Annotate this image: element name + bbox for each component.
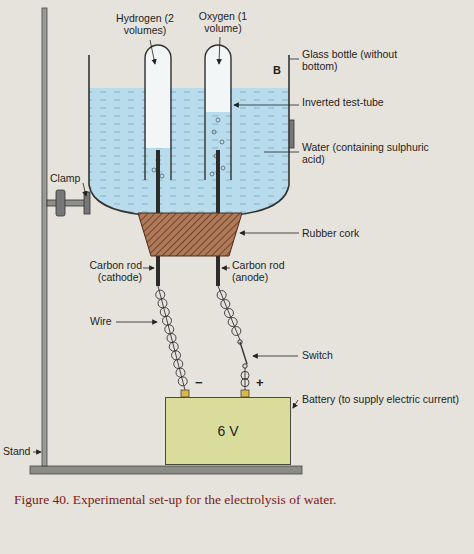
drawing-part (253, 356, 298, 357)
hydrogen-gas (146, 46, 170, 148)
drawing-part (264, 152, 299, 153)
bubble (152, 168, 156, 172)
clamp-knob (56, 190, 65, 216)
oxygen-gas (206, 46, 230, 112)
part-label: Clamp (50, 172, 100, 184)
stand-rod (42, 8, 47, 466)
drawing-part (33, 452, 41, 453)
drawing-part (290, 59, 299, 60)
drawing-part (222, 268, 230, 269)
point-label: B (273, 64, 285, 77)
water (89, 88, 289, 215)
leader-lines (33, 37, 299, 452)
part-label: Water (containing sulphuric acid) (302, 141, 452, 165)
drawing-part (234, 105, 299, 106)
drawing-part (150, 40, 155, 64)
battery-terminal (181, 390, 189, 397)
drawing-part (293, 400, 298, 408)
clamp-arm (47, 200, 89, 206)
figure-caption: Figure 40. Experimental set-up for the e… (14, 492, 464, 508)
battery-voltage: 6 V (217, 423, 238, 439)
stand-base (30, 466, 302, 474)
part-label: Oxygen (1 volume) (188, 10, 258, 34)
bubble (212, 130, 216, 134)
drawing-part (240, 233, 299, 234)
bubble (210, 172, 214, 176)
part-label: Rubber cork (302, 227, 402, 239)
bubble (216, 118, 220, 122)
part-label: Wire (90, 315, 120, 327)
part-label: Inverted test-tube (302, 96, 402, 108)
part-label: Switch (302, 349, 362, 361)
gas-bubbles (152, 118, 225, 178)
part-label: Hydrogen (2 volumes) (100, 12, 190, 36)
drawing-part (143, 268, 154, 269)
terminal-sign: + (256, 376, 266, 391)
drawing-part (219, 37, 220, 64)
drawing-part (116, 322, 157, 323)
wire (156, 286, 188, 390)
bubble (221, 166, 225, 170)
battery-terminal (241, 390, 249, 397)
terminal-sign: − (195, 376, 205, 391)
rubber-cork (138, 213, 242, 256)
battery-box: 6 V (165, 397, 291, 465)
wire (241, 368, 249, 390)
part-label: Stand (3, 445, 35, 457)
part-label: Glass bottle (without bottom) (302, 48, 412, 72)
part-label: Carbon rod (anode) (232, 259, 304, 283)
wires (156, 286, 249, 390)
part-label: Carbon rod (cathode) (70, 259, 142, 283)
switch-lever (240, 342, 247, 364)
drawing-part (83, 183, 86, 196)
bubble (220, 140, 224, 144)
wire (217, 286, 241, 340)
part-label: Battery (to supply electric current) (302, 393, 467, 405)
switch-contact (243, 364, 247, 368)
glass-bottle (89, 55, 289, 215)
bubble (160, 174, 164, 178)
clamp-pad (84, 192, 90, 214)
